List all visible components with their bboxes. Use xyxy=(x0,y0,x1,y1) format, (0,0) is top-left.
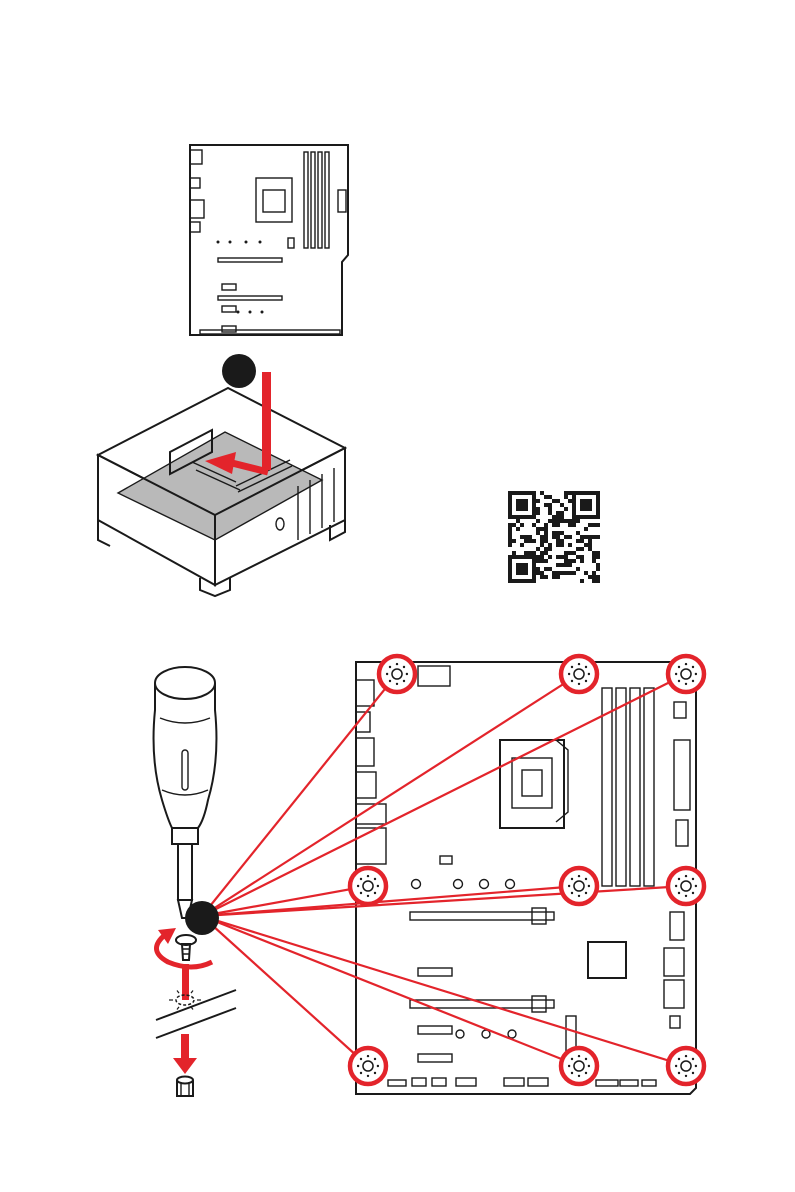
panel-edge xyxy=(156,990,236,1038)
mount-hole-icon-1 xyxy=(379,656,415,692)
mount-hole-icon-8 xyxy=(561,1048,597,1084)
screw-line-9 xyxy=(202,916,686,1066)
screw-lines xyxy=(202,674,686,1066)
chassis xyxy=(98,388,345,596)
mount-holes xyxy=(350,656,704,1084)
mount-hole-icon-4 xyxy=(350,868,386,904)
down-arrow xyxy=(173,1034,197,1074)
mount-hole-icon-2 xyxy=(561,656,597,692)
mount-hole-icon-3 xyxy=(668,656,704,692)
mount-hole-icon-7 xyxy=(350,1048,386,1084)
mount-hole-icon-6 xyxy=(668,868,704,904)
qr-code-icon[interactable] xyxy=(508,491,600,583)
step-1-badge xyxy=(222,354,256,388)
screwdriver-icon xyxy=(154,667,217,918)
mount-hole-icon-5 xyxy=(561,868,597,904)
standoff-icon xyxy=(177,1077,193,1097)
motherboard-large xyxy=(356,662,696,1094)
mount-hole-icon-9 xyxy=(668,1048,704,1084)
screw-icon xyxy=(176,935,196,960)
screw-line-7 xyxy=(202,916,368,1066)
screw-line-8 xyxy=(202,916,579,1066)
step-2-badge xyxy=(185,901,219,935)
motherboard-small xyxy=(190,145,348,335)
screw-line-3 xyxy=(202,674,686,916)
